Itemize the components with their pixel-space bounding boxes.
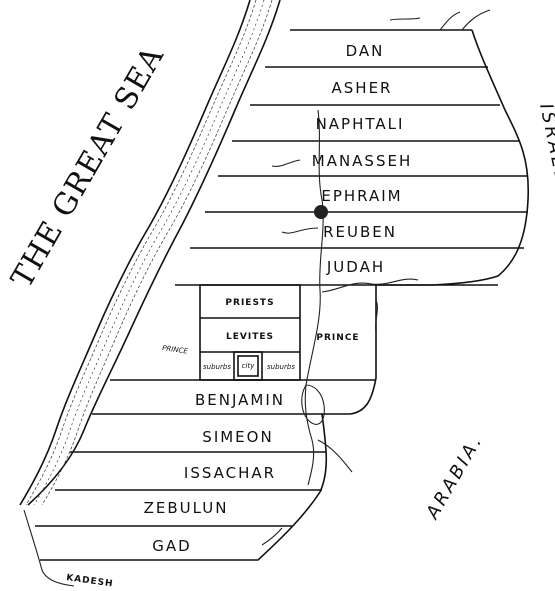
tribe-label-issachar: ISSACHAR xyxy=(184,464,276,482)
tribe-label-simeon: SIMEON xyxy=(202,428,273,446)
kadesh-label: KADESH xyxy=(66,573,115,590)
city-label: city xyxy=(242,362,256,370)
tribe-label-benjamin: BENJAMIN xyxy=(195,391,285,409)
priests-label: PRIESTS xyxy=(225,298,274,308)
holy-portion xyxy=(199,284,301,381)
tribe-label-ephraim: EPHRAIM xyxy=(321,187,402,205)
tribe-label-zebulun: ZEBULUN xyxy=(144,499,229,517)
suburbs-label-east: suburbs xyxy=(267,363,295,371)
tribe-label-reuben: REUBEN xyxy=(323,223,397,241)
israel-label: ISRAEL xyxy=(535,102,555,186)
tribe-label-gad: GAD xyxy=(152,537,191,555)
suburbs-label-west: suburbs xyxy=(203,363,231,371)
prince-label-west: PRINCE xyxy=(162,344,189,356)
arabia-label: ARABIA. xyxy=(422,430,488,523)
sea-label: THE GREAT SEA xyxy=(5,40,172,294)
tribe-label-dan: DAN xyxy=(346,42,385,60)
eastern-border xyxy=(40,29,530,561)
tribe-label-asher: ASHER xyxy=(332,79,393,97)
tribe-label-naphtali: NAPHTALI xyxy=(316,115,405,133)
coastline xyxy=(19,0,281,506)
prince-label-east: PRINCE xyxy=(316,333,359,343)
tribe-label-manasseh: MANASSEH xyxy=(312,152,413,170)
rivers xyxy=(23,9,491,587)
levites-label: LEVITES xyxy=(226,332,274,342)
tribe-label-judah: JUDAH xyxy=(326,258,385,276)
